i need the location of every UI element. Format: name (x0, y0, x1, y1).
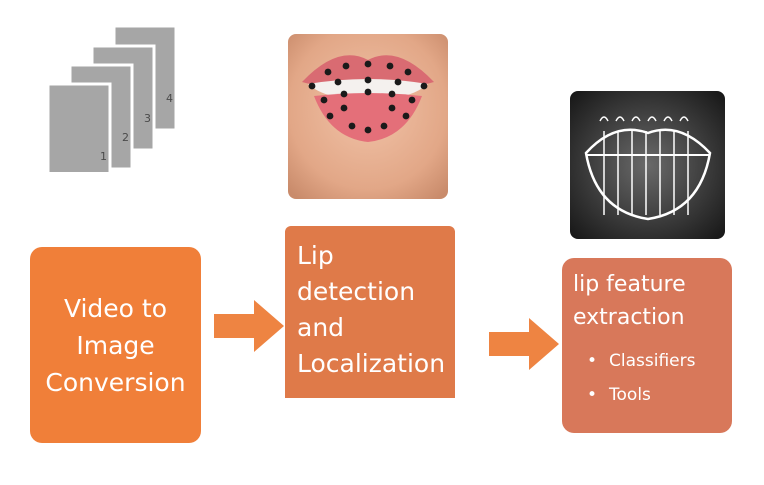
hook-mark (599, 116, 609, 122)
lip-grid-icon (570, 91, 725, 239)
landmark-dot (364, 126, 372, 134)
arrow-shape (214, 300, 284, 352)
step2-line: Lip (297, 241, 334, 270)
landmark-dot (348, 122, 356, 130)
arrow-right-icon (214, 300, 284, 352)
landmark-dot (404, 68, 412, 76)
frame-number: 2 (122, 131, 129, 144)
landmark-dot (408, 96, 416, 104)
hook-mark (647, 116, 657, 122)
step3-line: lip feature (573, 272, 686, 297)
landmark-dot (420, 82, 428, 90)
frame-number: 4 (166, 92, 173, 105)
stacked-frames-icon: 4 3 2 1 (48, 24, 178, 172)
step-video-to-image: Video to Image Conversion (30, 247, 201, 443)
step2-line: and (297, 313, 345, 342)
step3-line: extraction (573, 305, 685, 330)
step1-line: Conversion (45, 367, 186, 397)
landmark-dot (364, 60, 372, 68)
landmark-dot (380, 122, 388, 130)
bullet-label: Tools (609, 385, 651, 405)
step2-line: detection (297, 277, 416, 306)
landmark-dot (324, 68, 332, 76)
mouth-landmarks-icon (288, 34, 448, 199)
hook-mark (631, 116, 641, 122)
arrow-right-icon (489, 318, 559, 370)
landmark-dot (394, 78, 402, 86)
landmark-dot (388, 90, 396, 98)
landmark-dot (364, 88, 372, 96)
landmark-dot (334, 78, 342, 86)
arrow-shape (489, 318, 559, 370)
step2-line: Localization (297, 349, 446, 378)
frame-page (48, 82, 112, 172)
step-lip-feature-extraction: lip feature extraction Classifiers Tools (562, 258, 732, 433)
landmark-dot (342, 62, 350, 70)
landmark-dot (340, 104, 348, 112)
frame-number: 3 (144, 112, 151, 125)
bullet-label: Classifiers (609, 351, 696, 371)
bullet-item: Tools (587, 378, 732, 412)
bullet-list: Classifiers Tools (573, 344, 732, 412)
landmark-dot (326, 112, 334, 120)
landmark-dot (386, 62, 394, 70)
landmark-dot (364, 76, 372, 84)
hook-mark (615, 116, 625, 122)
step-lip-detection: Lip detection and Localization (285, 226, 455, 398)
bullet-item: Classifiers (587, 344, 732, 378)
hook-mark (679, 116, 689, 122)
landmark-dot (320, 96, 328, 104)
hook-mark (663, 116, 673, 122)
step1-line: Video to (63, 293, 168, 323)
frame-number: 1 (100, 150, 107, 163)
landmark-dot (402, 112, 410, 120)
landmark-dot (308, 82, 316, 90)
landmark-dot (340, 90, 348, 98)
step1-line: Image (76, 330, 155, 360)
landmark-dot (388, 104, 396, 112)
